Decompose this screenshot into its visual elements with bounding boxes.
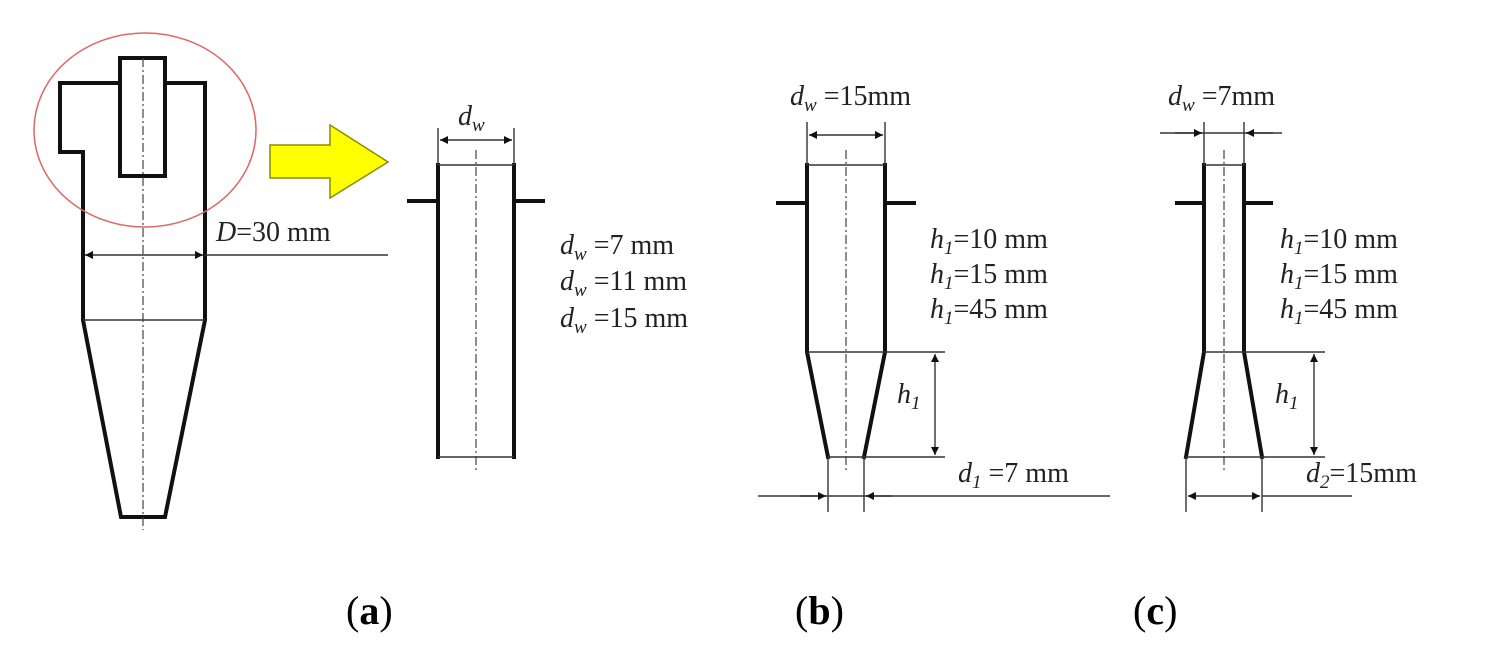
vortex-finder-detail-a: dw dw =7 mm dw =11 mm dw =15 mm	[407, 101, 688, 470]
h1-value-b-1: h1=10 mm	[930, 224, 1048, 259]
highlight-circle	[33, 32, 257, 228]
dw-label-b: dw =15mm	[790, 81, 911, 116]
h1-value-b-3: h1=45 mm	[930, 294, 1048, 329]
cyclone-body-outline	[58, 81, 207, 519]
h1-value-b-2: h1=15 mm	[930, 259, 1048, 294]
d1-label-b: d1 =7 mm	[958, 458, 1069, 493]
h1-value-c-1: h1=10 mm	[1280, 224, 1398, 259]
caption-a: (a)	[346, 588, 393, 633]
h1-value-c-3: h1=45 mm	[1280, 294, 1398, 329]
diameter-label: D=30 mm	[215, 217, 331, 248]
tube-c-outline-left	[1183, 163, 1206, 460]
dw-value-a-1: dw =7 mm	[560, 230, 674, 265]
h1-dim-label-c: h1	[1275, 379, 1299, 414]
h1-value-c-2: h1=15 mm	[1280, 259, 1398, 294]
tube-b-outline-right	[861, 163, 887, 460]
caption-b: (b)	[795, 588, 844, 633]
d2-label-c: d2=15mm	[1306, 458, 1417, 493]
dw-value-a-3: dw =15 mm	[560, 303, 688, 338]
tube-c-outline-right	[1242, 163, 1265, 460]
dw-value-a-2: dw =11 mm	[560, 266, 687, 301]
dw-label-a: dw	[458, 101, 485, 136]
vortex-finder-detail-c: dw =7mm h1 h1=10 mm h1=15 mm h1=45 mm d2…	[1160, 81, 1417, 512]
zoom-arrow-icon	[269, 123, 390, 200]
tube-b-outline	[805, 163, 831, 460]
dw-label-c: dw =7mm	[1168, 81, 1275, 116]
vortex-finder-detail-b: dw =15mm h1 h1=10 mm h1=15 mm h1=45 mm d…	[758, 81, 1110, 512]
cyclone-full-view: D=30 mm	[33, 32, 388, 530]
caption-c: (c)	[1133, 588, 1177, 633]
h1-dim-label-b: h1	[897, 379, 921, 414]
